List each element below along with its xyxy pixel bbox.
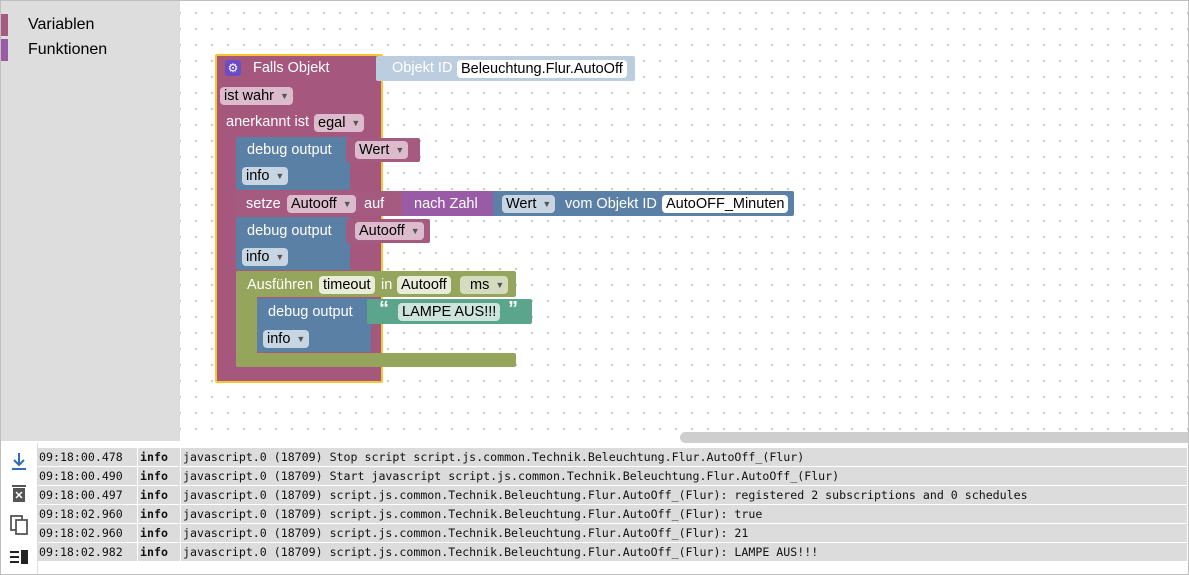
log-row: 09:18:00.478 info javascript.0 (18709) S… (37, 448, 1187, 466)
level-value: info (246, 249, 270, 265)
delay-variable-field[interactable]: Autooff (397, 276, 451, 294)
in-label: in (381, 277, 393, 293)
log-severity: info (138, 486, 181, 504)
timeout-block-spine (236, 271, 257, 367)
vom-objekt-label: vom Objekt ID (565, 196, 657, 212)
log-row: 09:18:00.497 info javascript.0 (18709) s… (37, 486, 1187, 504)
log-toolbar (1, 443, 38, 574)
log-message: javascript.0 (18709) script.js.common.Te… (183, 526, 749, 540)
log-message: javascript.0 (18709) Stop script script.… (183, 450, 805, 464)
to-number-block[interactable] (402, 191, 497, 216)
timeout-block-bottom (236, 353, 516, 367)
auf-label: auf (364, 196, 385, 212)
debug-level-dropdown[interactable]: info ▼ (242, 248, 289, 266)
toolbox: Variablen Funktionen (1, 1, 180, 441)
quote-open-icon: “ (379, 298, 389, 320)
log-row: 09:18:02.960 info javascript.0 (18709) s… (37, 524, 1187, 542)
scroll-down-icon (12, 453, 26, 470)
ack-label: anerkannt ist (226, 114, 310, 130)
toolbox-category-funktionen[interactable]: Funktionen (1, 39, 180, 61)
log-message: javascript.0 (18709) script.js.common.Te… (183, 488, 1028, 502)
order-log-button[interactable] (7, 545, 31, 569)
trigger-gear-icon[interactable]: ⚙ (225, 60, 241, 76)
timeout-name-field[interactable]: timeout (319, 276, 375, 294)
condition-value: ist wahr (224, 88, 274, 104)
debug-label: debug output (268, 304, 353, 320)
log-time: 09:18:02.982 (37, 543, 138, 561)
object-id-field[interactable]: AutoOFF_Minuten (662, 195, 789, 213)
debug-level-dropdown[interactable]: info ▼ (242, 167, 289, 185)
objekt-id-label: Objekt ID (392, 60, 453, 76)
attribute-value: Wert (506, 196, 537, 212)
dropdown-arrow-icon: ▼ (275, 252, 285, 262)
dropdown-arrow-icon: ▼ (275, 171, 285, 181)
log-severity: info (138, 543, 181, 561)
variable-dropdown[interactable]: Autooff ▼ (355, 222, 424, 240)
debug-level-dropdown[interactable]: info ▼ (263, 330, 310, 348)
log-severity: info (138, 505, 181, 523)
debug-label: debug output (247, 142, 332, 158)
log-row: 09:18:00.490 info javascript.0 (18709) S… (37, 467, 1187, 485)
setze-variable-dropdown[interactable]: Autooff ▼ (287, 195, 356, 213)
category-color-swatch (1, 14, 8, 36)
ausfuehren-label: Ausführen (247, 277, 314, 293)
trigger-title: Falls Objekt (253, 60, 330, 76)
clear-icon (12, 485, 26, 502)
dropdown-arrow-icon: ▼ (351, 118, 361, 128)
variable-value: Wert (359, 142, 390, 158)
log-row: 09:18:02.960 info javascript.0 (18709) s… (37, 505, 1187, 523)
setze-label: setze (246, 196, 281, 212)
dropdown-arrow-icon: ▼ (296, 334, 306, 344)
log-severity: info (138, 448, 181, 466)
copy-log-button[interactable] (7, 513, 31, 537)
variable-dropdown[interactable]: Wert ▼ (355, 141, 409, 159)
order-icon (10, 550, 28, 564)
log-message: javascript.0 (18709) Start javascript sc… (183, 469, 840, 483)
quote-close-icon: ” (508, 298, 518, 320)
dropdown-arrow-icon: ▼ (542, 199, 552, 209)
clear-log-button[interactable] (7, 481, 31, 505)
variable-value: Autooff (359, 223, 405, 239)
log-panel: 09:18:00.478 info javascript.0 (18709) S… (1, 443, 1188, 574)
condition-dropdown[interactable]: ist wahr ▼ (220, 87, 293, 105)
log-time: 09:18:02.960 (37, 524, 138, 542)
scroll-down-button[interactable] (7, 449, 31, 473)
log-time: 09:18:00.497 (37, 486, 138, 504)
toolbox-category-variablen[interactable]: Variablen (1, 14, 180, 36)
dropdown-arrow-icon: ▼ (395, 145, 405, 155)
log-time: 09:18:00.490 (37, 467, 138, 485)
log-message: javascript.0 (18709) script.js.common.Te… (183, 507, 763, 521)
dropdown-arrow-icon: ▼ (342, 199, 352, 209)
log-table: 09:18:00.478 info javascript.0 (18709) S… (37, 448, 1187, 562)
log-row: 09:18:02.982 info javascript.0 (18709) s… (37, 543, 1187, 561)
dropdown-arrow-icon: ▼ (279, 91, 289, 101)
category-label: Variablen (28, 16, 95, 33)
log-time: 09:18:02.960 (37, 505, 138, 523)
ack-dropdown[interactable]: egal ▼ (314, 114, 365, 132)
level-value: info (246, 168, 270, 184)
unit-value: ms (470, 277, 490, 293)
ack-value: egal (318, 115, 346, 131)
log-message: javascript.0 (18709) script.js.common.Te… (183, 545, 819, 559)
log-severity: info (138, 467, 181, 485)
attribute-dropdown[interactable]: Wert ▼ (502, 195, 556, 213)
nach-zahl-label: nach Zahl (414, 196, 478, 212)
block-workspace[interactable]: ⚙ Falls Objekt ist wahr ▼ anerkannt ist e… (180, 1, 1188, 443)
text-field[interactable]: LAMPE AUS!!! (398, 303, 501, 321)
log-time: 09:18:00.478 (37, 448, 138, 466)
copy-icon (10, 515, 28, 535)
dropdown-arrow-icon: ▼ (410, 226, 420, 236)
variable-value: Autooff (291, 196, 337, 212)
debug-label: debug output (247, 223, 332, 239)
dropdown-arrow-icon: ▼ (495, 280, 505, 290)
category-color-swatch (1, 39, 8, 61)
objekt-id-field[interactable]: Beleuchtung.Flur.AutoOff (457, 60, 627, 78)
category-label: Funktionen (28, 41, 108, 58)
workspace-horizontal-scrollbar[interactable] (680, 432, 1188, 443)
unit-dropdown[interactable]: ms ▼ (460, 276, 509, 294)
log-severity: info (138, 524, 181, 542)
level-value: info (267, 331, 291, 347)
